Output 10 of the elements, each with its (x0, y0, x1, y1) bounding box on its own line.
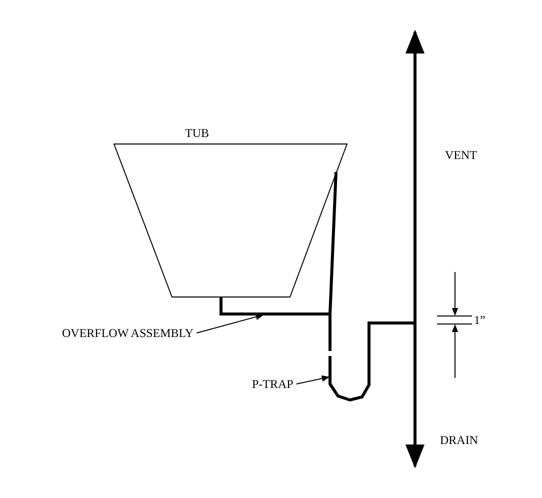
p-trap-pipe (328, 322, 415, 402)
part-label: OVERFLOW ASSEMBLY (62, 326, 194, 340)
part-label: P-TRAP (252, 377, 294, 391)
leader-line (196, 314, 264, 334)
tub-label: TUB (185, 126, 209, 140)
leader-line (296, 375, 330, 384)
overflow-pipe (220, 297, 330, 316)
pipe-label: DRAIN (440, 433, 478, 447)
dimension-label: 1” (474, 313, 486, 327)
pipe-label: VENT (445, 148, 477, 162)
